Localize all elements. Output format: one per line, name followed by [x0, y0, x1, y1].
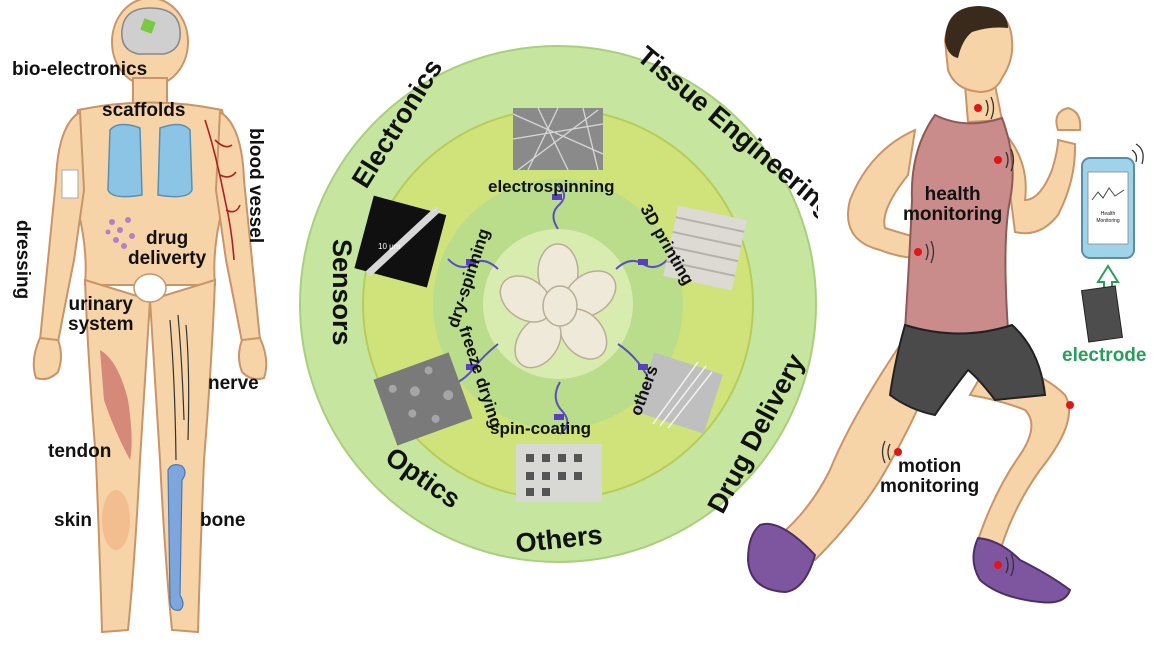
label-blood-vessel: blood vessel	[245, 128, 266, 244]
label-motion-monitoring: motion monitoring	[880, 456, 980, 497]
label-skin: skin	[54, 510, 93, 531]
lungs	[107, 123, 193, 198]
signal-waves	[881, 96, 1015, 577]
front-fist	[1055, 106, 1082, 131]
runner-hair	[945, 6, 1008, 58]
left-leg	[83, 278, 152, 634]
human-body-illustration	[32, 0, 268, 634]
right-arm	[214, 110, 262, 344]
method-label-electrospinning: electrospinning	[488, 177, 615, 196]
brain-chip	[140, 18, 156, 34]
running-shorts	[888, 323, 1047, 417]
fibroin-segments	[466, 194, 648, 420]
phone-screen-line-2: Monitoring	[1096, 218, 1120, 224]
others-fiber-image	[635, 352, 723, 434]
label-nerve: nerve	[208, 373, 259, 394]
label-dressing: dressing	[12, 220, 33, 300]
running-shirt	[903, 113, 1014, 339]
tendon	[100, 350, 132, 460]
label-bio-electronics: bio-electronics	[12, 59, 148, 80]
label-drug-delivery: drug deliverty	[128, 228, 207, 269]
freeze-drying-image	[373, 352, 473, 446]
label-bone: bone	[200, 510, 246, 531]
phone-screen-line-1: Health	[1101, 211, 1116, 217]
electrospinning-image	[512, 107, 604, 171]
phone-screen	[1087, 171, 1129, 245]
label-scaffolds: scaffolds	[102, 100, 186, 121]
dry-spinning-image: 10 μm	[354, 195, 447, 288]
drug-particles	[105, 217, 135, 249]
right-hand	[238, 336, 268, 381]
3d-printing-image	[663, 205, 747, 291]
label-tendon: tendon	[48, 441, 112, 462]
right-leg	[148, 278, 217, 634]
sensor-dots	[894, 104, 1074, 569]
scale-bar-label: 10 μm	[378, 242, 401, 251]
label-electrode: electrode	[1062, 345, 1147, 366]
bone	[167, 464, 186, 611]
label-urinary-system: urinary system	[68, 294, 134, 335]
silk-cocoons	[499, 243, 617, 369]
wheel-label-sensors: Sensors	[327, 239, 357, 346]
phone-signal-icon	[1131, 143, 1144, 165]
back-shoe	[746, 522, 817, 594]
skin-patch	[102, 490, 130, 550]
front-shoe	[972, 536, 1072, 604]
dressing-patch	[61, 169, 79, 199]
electrode-sheet	[1080, 285, 1124, 343]
front-arm	[1000, 127, 1077, 235]
method-label-spin-coating: spin-coating	[490, 419, 591, 438]
label-health-monitoring: health monitoring	[903, 184, 1003, 225]
silk-application-wheel: 10 μm Elect	[299, 44, 818, 563]
bladder	[133, 273, 167, 303]
spin-coating-image	[516, 444, 602, 502]
left-hand	[32, 336, 62, 381]
runner-illustration: Health Monitoring	[746, 6, 1144, 604]
blood-vessels	[204, 119, 241, 261]
